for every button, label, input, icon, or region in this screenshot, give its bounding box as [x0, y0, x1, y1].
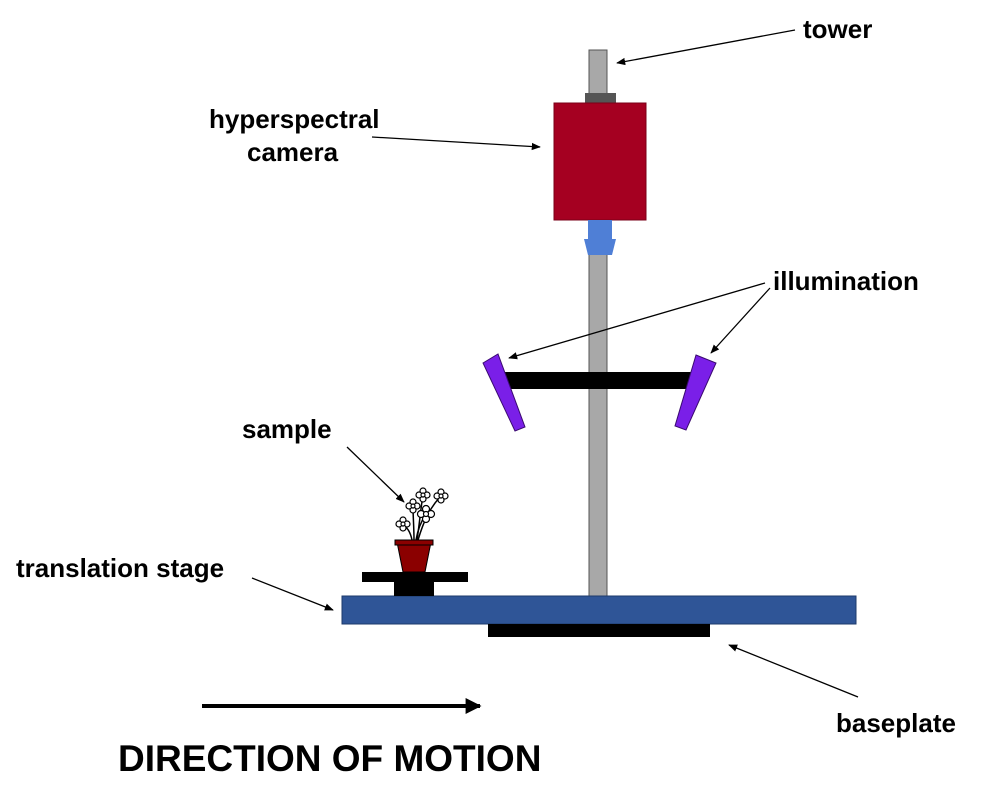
label-camera-line2: camera	[247, 137, 339, 167]
camera-lens-upper	[588, 220, 612, 239]
translation-stage-leader	[251, 577, 334, 611]
flower	[415, 487, 431, 503]
illumination-leader-left	[508, 282, 766, 360]
baseplate	[488, 624, 710, 637]
label-sample: sample	[242, 414, 332, 444]
camera-lens-lower	[584, 239, 616, 255]
plant-flowers	[395, 487, 449, 532]
flower	[416, 504, 436, 524]
label-illumination: illumination	[773, 266, 919, 296]
label-direction-of-motion: DIRECTION OF MOTION	[118, 738, 541, 779]
label-translation-stage: translation stage	[16, 553, 224, 583]
camera-leader	[371, 136, 541, 151]
plant-pot-rim	[394, 539, 434, 546]
tower-clamp	[585, 93, 616, 104]
label-tower: tower	[803, 14, 872, 44]
flower	[433, 488, 449, 504]
label-baseplate: baseplate	[836, 708, 956, 738]
baseplate-leader	[728, 644, 859, 698]
left-light	[482, 353, 526, 432]
right-light	[674, 354, 717, 431]
label-camera-line1: hyperspectral	[209, 104, 380, 134]
sample-leader	[346, 446, 405, 503]
leader-lines	[251, 29, 859, 698]
sample-platform-post	[394, 582, 434, 596]
hyperspectral-camera	[553, 102, 647, 221]
illumination-crossbar	[505, 372, 697, 389]
illumination-leader-right	[710, 287, 771, 354]
translation-stage	[341, 595, 857, 625]
plant-pot	[396, 541, 432, 573]
flower	[395, 516, 411, 532]
tower-leader	[616, 29, 796, 66]
sample-platform	[362, 572, 468, 582]
flower	[405, 498, 421, 514]
